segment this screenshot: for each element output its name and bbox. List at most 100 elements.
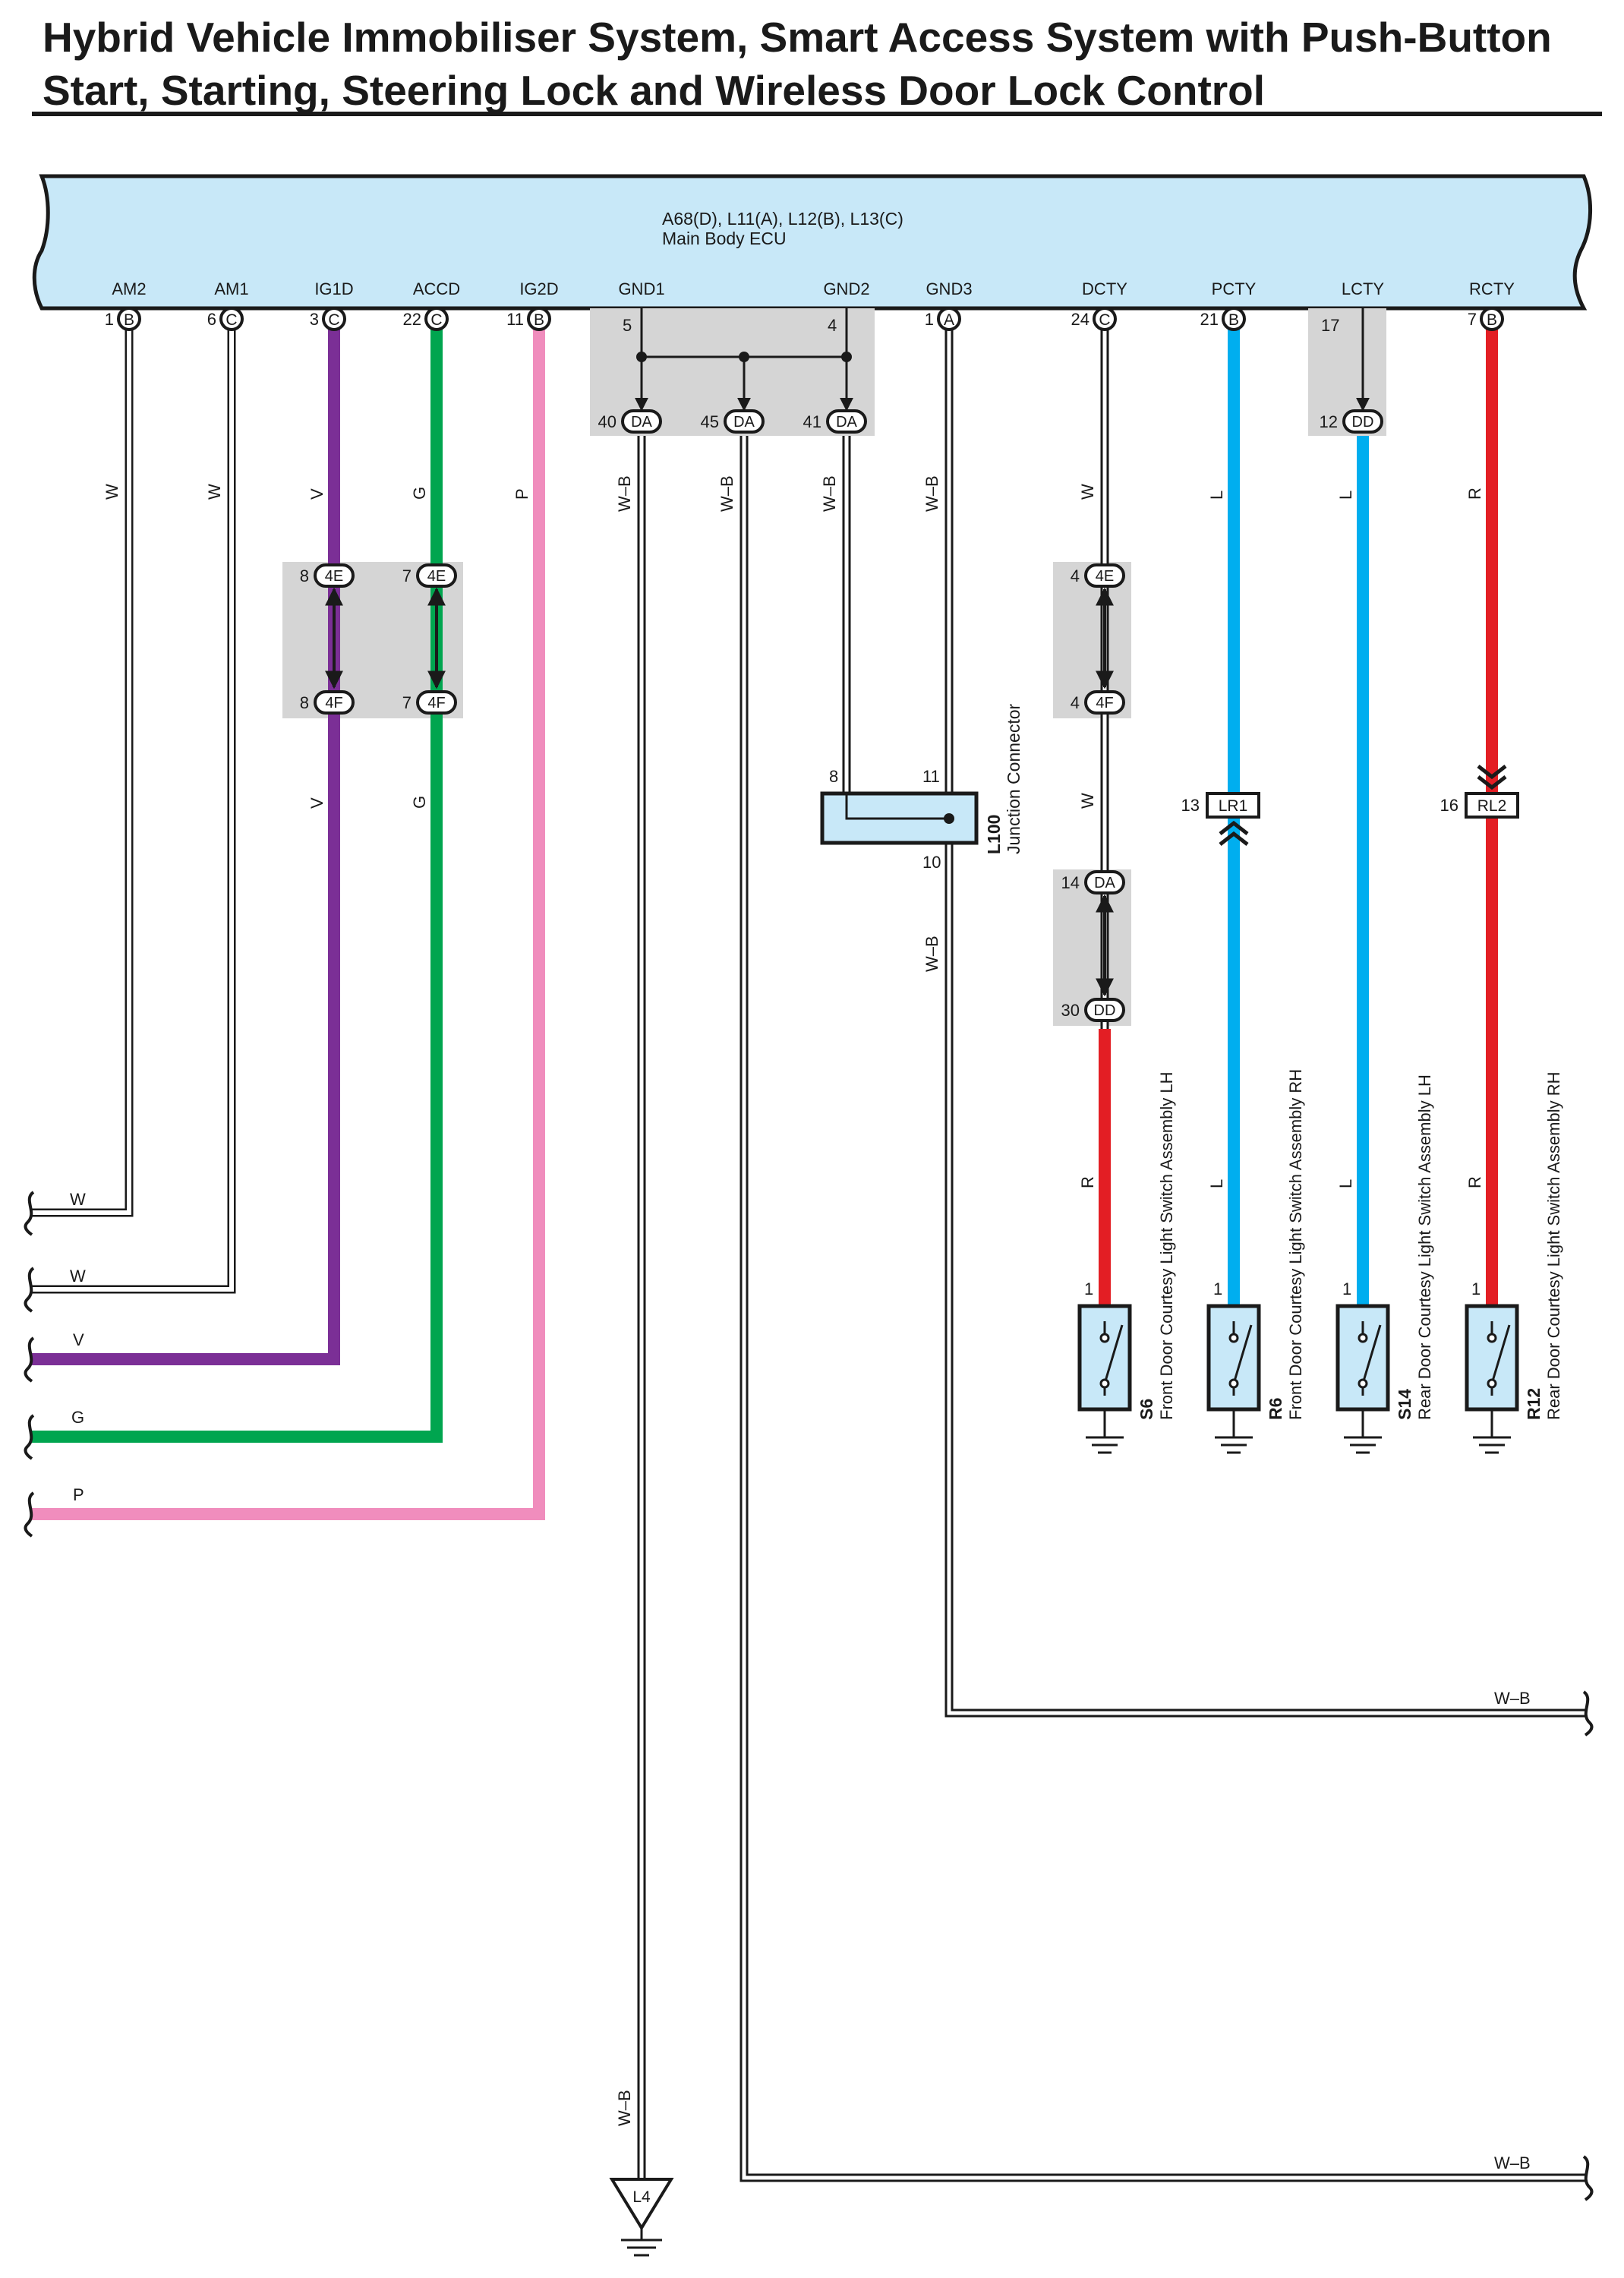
l100-junction-dot [944,813,954,824]
l100-code: L100 [984,815,1004,854]
lbl-out-da45-wb: W–B [1494,2153,1531,2172]
lbl-gnd45-wb: W–B [717,475,736,512]
l100-pin-in: 8 [829,767,838,786]
lbl-r6-l: L [1207,1179,1226,1188]
e4-num: 4 [1071,566,1080,585]
l100-pin-numbers: 8 11 10 [829,767,941,872]
title-line-1: Hybrid Vehicle Immobiliser System, Smart… [43,14,1552,61]
terminal-gnd3: GND3 [926,279,972,298]
ecu-connectors-label: A68(D), L11(A), L12(B), L13(C) [662,209,903,229]
terminal-ig1d: IG1D [314,279,353,298]
rl2-label: RL2 [1477,797,1507,815]
wire-am2 [30,328,134,1217]
rl2-chevrons [1477,765,1507,790]
s6-pin: 1 [1084,1279,1093,1298]
terminal-dcty: DCTY [1082,279,1127,298]
l100-pin-out-top: 11 [922,767,940,786]
pin-am1-conn: C [225,311,237,329]
pin-pcty-num: 21 [1200,310,1219,329]
junction-ovals [314,409,1383,1022]
e4-label: 4E [1096,568,1114,585]
pin-rcty-num: 7 [1468,310,1477,329]
lcty-pin-num: 17 [1321,316,1339,335]
lr1-chevrons [1219,820,1249,846]
l100-pin-out: 10 [922,853,941,872]
lbl-dcty-w-lower: W [1078,793,1097,809]
terminal-am1: AM1 [214,279,248,298]
s14-pin: 1 [1342,1279,1351,1298]
f4-label: 4F [1096,695,1113,711]
junction-oval-numbers: 40 45 41 12 8 7 8 7 4 4 14 30 [300,412,1338,1020]
lbl-out-gnd3-wb: W–B [1494,1689,1531,1708]
f8-label: 4F [325,695,342,711]
da14-label: DA [1094,875,1115,891]
lbl-s6-r: R [1078,1176,1097,1188]
title-line-2: Start, Starting, Steering Lock and Wirel… [43,67,1266,114]
lbl-out-am1-w: W [70,1267,86,1286]
pin-dcty-conn: C [1099,311,1110,329]
switch-s14 [1335,1304,1390,1454]
s14-code: S14 [1395,1389,1414,1420]
terminal-ig2d: IG2D [519,279,558,298]
lbl-accd-g: G [410,487,429,500]
wire-break-symbols [24,1191,1594,2201]
ecu-pin-letters: B C C C B A C B B [124,311,1497,329]
lbl-ig1d-v: V [307,488,326,500]
pin-gnd3-conn: A [944,311,954,329]
switch-r12 [1465,1304,1519,1454]
gnd-bus-dots [636,352,852,362]
da41-label: DA [836,414,857,431]
terminal-pcty: PCTY [1212,279,1257,298]
dd12-label: DD [1352,414,1374,431]
r6-name: Front Door Courtesy Light Switch Assembl… [1286,1069,1305,1420]
switch-pin-numbers: 1 1 1 1 [1084,1279,1481,1298]
terminal-rcty: RCTY [1469,279,1515,298]
dd30-num: 30 [1061,1001,1080,1020]
wire-ig2d [30,328,545,1520]
pin-dcty-num: 24 [1071,310,1089,329]
switch-labels: S6 Front Door Courtesy Light Switch Asse… [1137,1069,1563,1420]
ground-point-label: L4 [632,2188,651,2206]
lbl-pcty-l: L [1207,491,1226,500]
rl2-num: 16 [1440,796,1458,815]
lbl-r12-r: R [1465,1176,1484,1188]
lbl-lcty-l: L [1336,491,1355,500]
lbl-am1-w: W [205,484,224,500]
pin-am2-num: 1 [105,310,114,329]
terminal-gnd2: GND2 [823,279,869,298]
e7-num: 7 [402,566,412,585]
dd12-num: 12 [1320,412,1338,431]
wire-color-labels: W W V G P W–B W–B W–B W–B W L L R V G W … [70,475,1531,2172]
pin-am2-conn: B [124,311,134,329]
r12-code: R12 [1524,1388,1544,1420]
pin-pcty-conn: B [1228,311,1239,329]
f7-num: 7 [402,693,412,712]
terminal-gnd1: GND1 [618,279,664,298]
r6-code: R6 [1266,1398,1285,1420]
junction-oval-labels: DA DA DA DD 4E 4E 4F 4F 4E 4F DA DD [325,414,1374,1019]
da14-num: 14 [1061,873,1080,892]
pin-accd-conn: C [430,311,442,329]
lbl-rcty-r: R [1465,487,1484,500]
junction-links [325,587,1114,997]
lbl-gnd41-wb: W–B [820,475,839,512]
gnd1-pin-num: 5 [623,316,632,335]
da41-num: 41 [803,412,821,431]
page-title: Hybrid Vehicle Immobiliser System, Smart… [43,11,1607,117]
da45-num: 45 [701,412,719,431]
s6-name: Front Door Courtesy Light Switch Assembl… [1157,1071,1176,1420]
lbl-gnd1-wb: W–B [615,475,634,512]
ecu-name-label: Main Body ECU [662,229,787,248]
lbl-accd-g-lower: G [410,796,429,809]
main-body-ecu-box [32,174,1593,311]
f4-num: 4 [1071,693,1080,712]
f7-label: 4F [427,695,445,711]
l100-name: Junction Connector [1004,703,1023,854]
ecu-pin-numbers: 1 6 3 22 11 1 24 21 7 [105,310,1477,329]
lr1-label: LR1 [1219,797,1248,815]
rl2-connector [1465,792,1519,819]
ground-point-l4 [609,2178,674,2257]
r12-pin: 1 [1471,1279,1481,1298]
s6-code: S6 [1137,1399,1156,1420]
e8-label: 4E [325,568,343,585]
